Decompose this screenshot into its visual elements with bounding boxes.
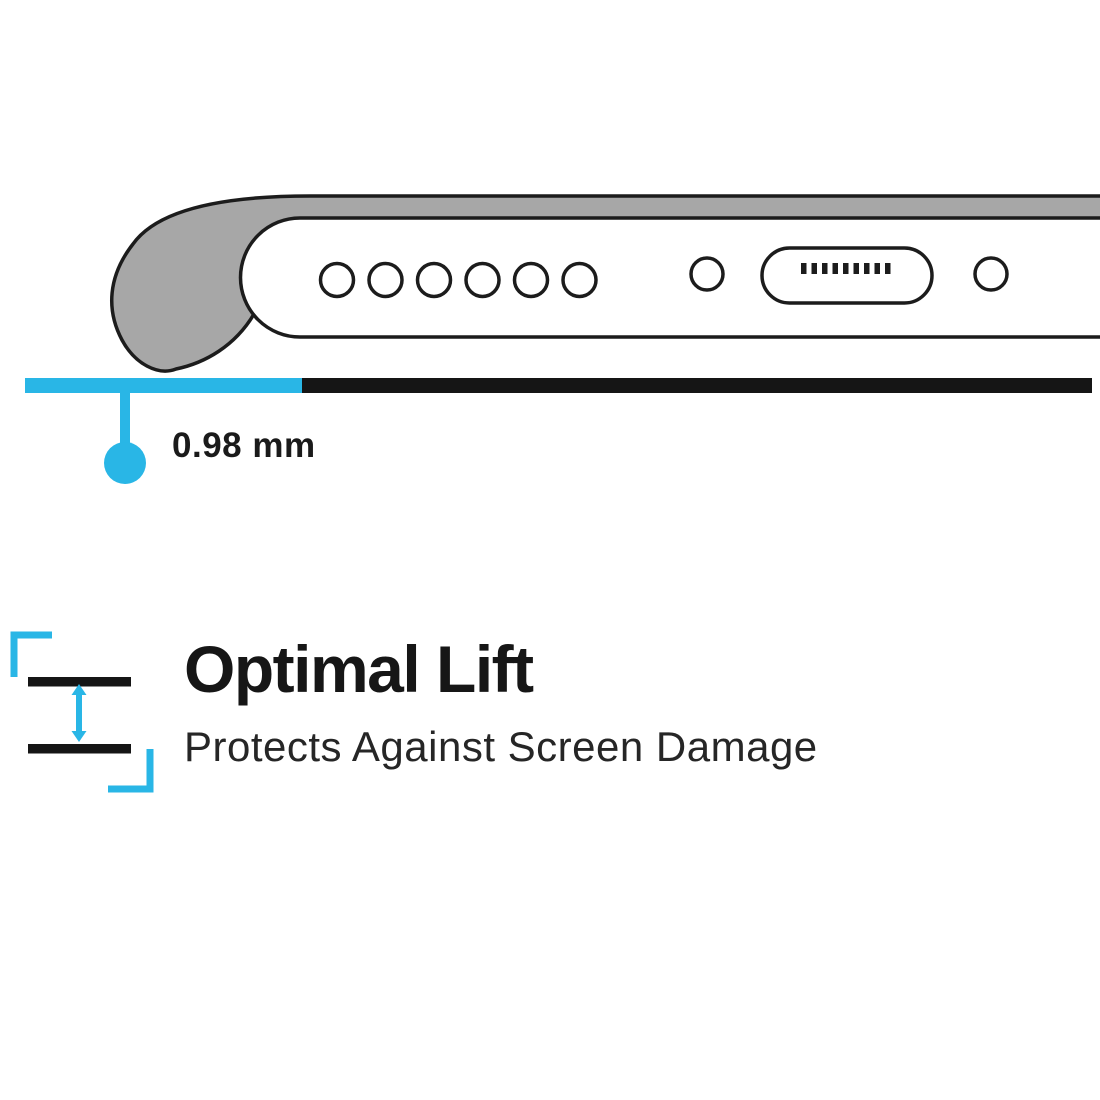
speaker-hole bbox=[464, 261, 501, 299]
screw-hole bbox=[973, 256, 1009, 292]
bracket-bottom-right-icon bbox=[108, 749, 154, 793]
feature-title: Optimal Lift bbox=[184, 632, 534, 706]
surface-line-accent bbox=[25, 378, 302, 393]
case-outline bbox=[110, 194, 1100, 373]
upper-surface-bar bbox=[28, 677, 131, 687]
case-body bbox=[111, 196, 1100, 371]
feature-subtitle: Protects Against Screen Damage bbox=[184, 723, 818, 770]
lift-icon bbox=[10, 631, 154, 793]
arrow-head-up bbox=[71, 684, 87, 695]
surface-line-dark bbox=[302, 378, 1092, 393]
speaker-holes bbox=[318, 261, 598, 299]
gap-pointer-line bbox=[120, 393, 130, 452]
gap-measurement-label: 0.98 mm bbox=[172, 426, 316, 465]
phone-case-illustration bbox=[25, 194, 1100, 484]
speaker-hole bbox=[318, 261, 356, 299]
charging-port bbox=[760, 246, 934, 305]
mic-hole bbox=[689, 256, 725, 292]
bracket-top-left-icon bbox=[10, 631, 52, 677]
lower-surface-bar bbox=[28, 744, 131, 754]
speaker-hole bbox=[415, 261, 453, 299]
arrow-head-down bbox=[71, 731, 87, 742]
speaker-hole bbox=[367, 261, 404, 299]
speaker-hole bbox=[512, 261, 550, 299]
speaker-hole bbox=[561, 261, 598, 299]
gap-pointer-dot bbox=[104, 442, 146, 484]
